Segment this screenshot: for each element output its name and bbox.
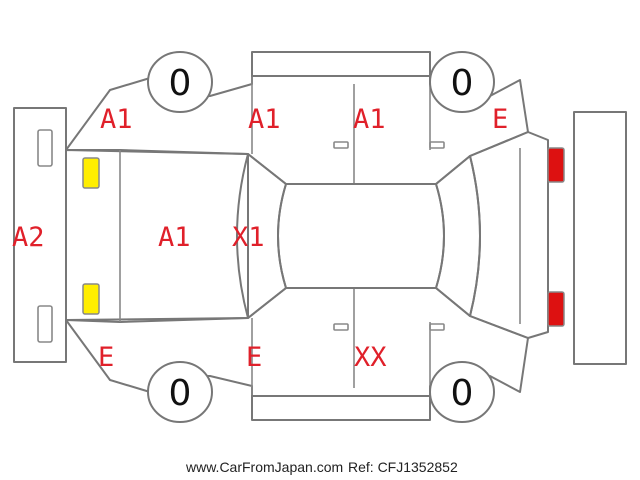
mark-front-left-fender: A1 xyxy=(100,104,133,135)
mark-rear-left-quarter: E xyxy=(492,104,508,135)
footer-site: www.CarFromJapan.com xyxy=(185,459,343,475)
mark-front-right-door: E xyxy=(246,342,262,373)
mark-windshield: X1 xyxy=(232,222,265,253)
mark-rear-left-door: A1 xyxy=(353,104,386,135)
tire-front-right-label: 0 xyxy=(169,373,192,414)
front-left-headlamp xyxy=(82,157,100,189)
rear-right-taillamp xyxy=(547,291,565,327)
rear-left-taillamp xyxy=(547,147,565,183)
mark-front-left-door: A1 xyxy=(248,104,281,135)
front-right-headlamp xyxy=(82,283,100,315)
tire-rear-right-label: 0 xyxy=(451,373,474,414)
tire-front-left-label: 0 xyxy=(169,63,192,104)
top-view-body xyxy=(65,131,549,339)
tire-rear-left-label: 0 xyxy=(451,63,474,104)
mark-hood: A1 xyxy=(158,222,191,253)
mark-front-bumper: A2 xyxy=(12,222,45,253)
front-bumper xyxy=(13,107,67,363)
mark-rear-right-door: XX xyxy=(354,342,387,373)
mark-front-right-fender: E xyxy=(98,342,114,373)
tire-front-right: 0 xyxy=(147,361,213,423)
tire-front-left: 0 xyxy=(147,51,213,113)
tire-rear-left: 0 xyxy=(429,51,495,113)
rear-bumper xyxy=(573,111,627,365)
footer-ref: Ref: CFJ1352852 xyxy=(348,459,458,475)
tire-rear-right: 0 xyxy=(429,361,495,423)
